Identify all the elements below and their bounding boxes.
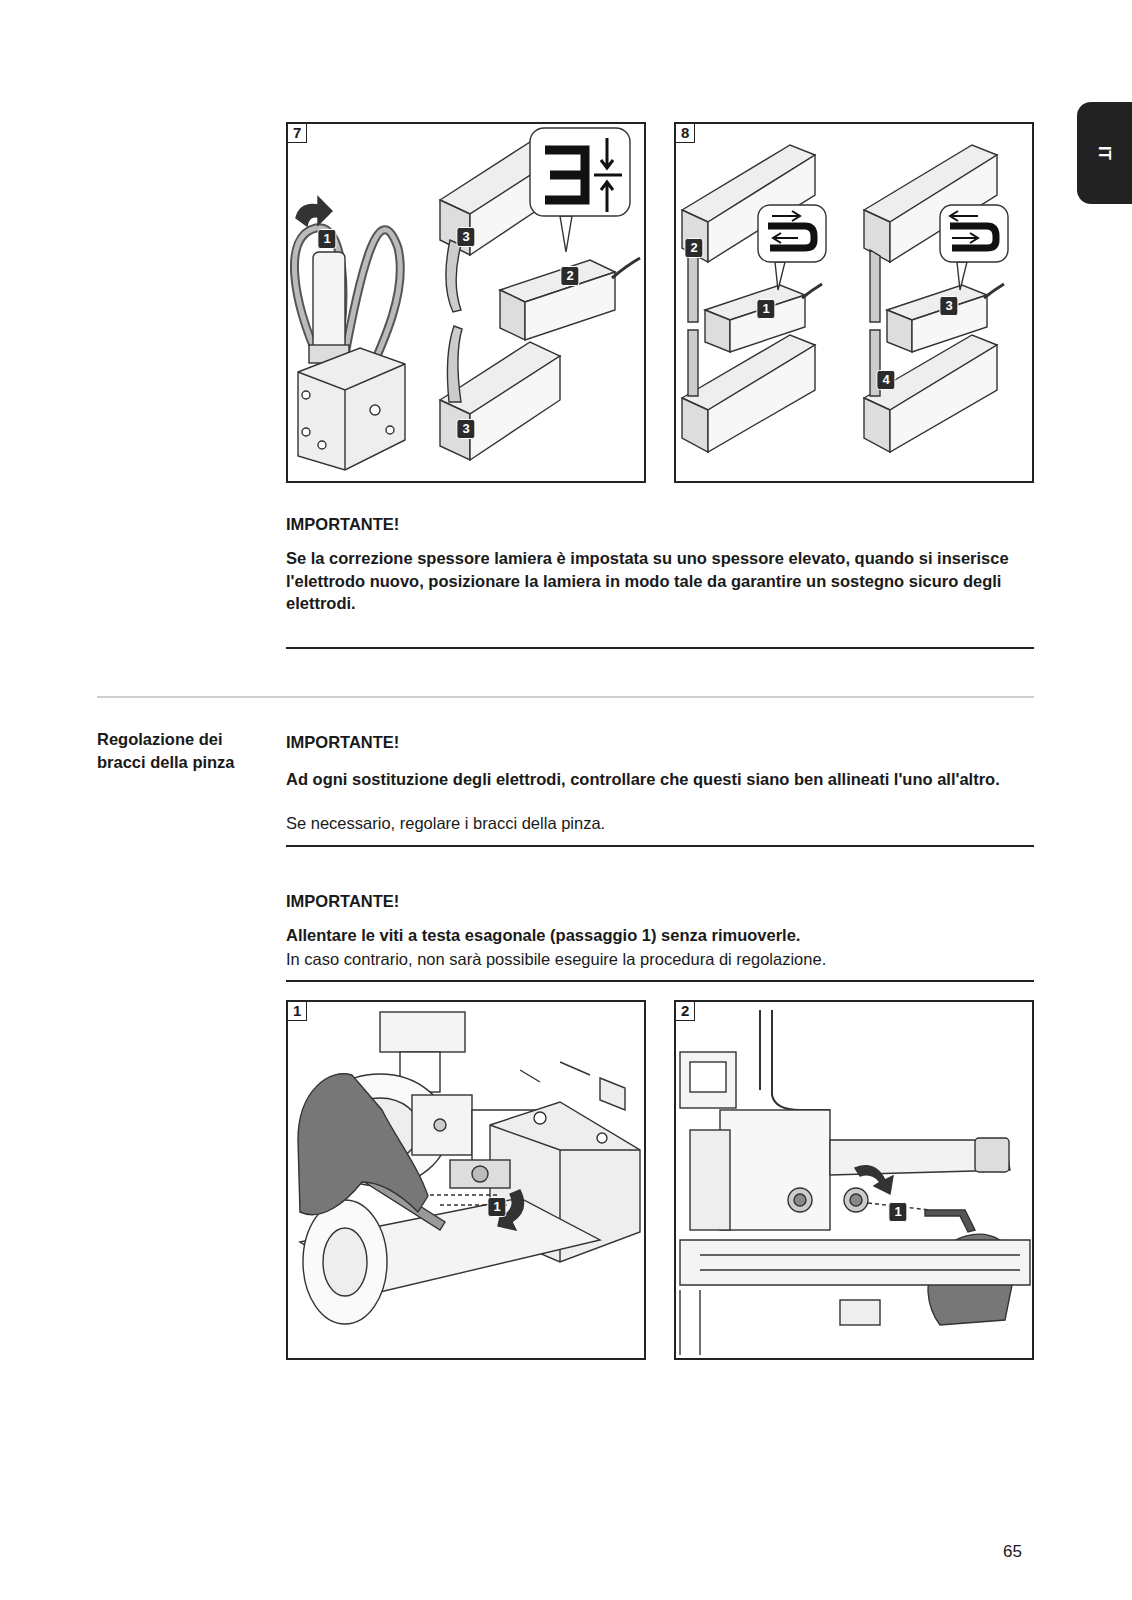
electrode-change-illustration [386,426,394,434]
arm-adjust-illustration-2 [680,1290,700,1355]
electrode-insert-illustration [864,145,1004,452]
arm-adjust-illustration-1 [434,1119,446,1131]
electrode-change-illustration [370,405,380,415]
language-code: IT [1096,146,1114,160]
callout-number: 1 [487,1197,506,1217]
arm-adjust-illustration-2 [925,1210,975,1232]
electrode-change-illustration [294,128,640,470]
section-separator [97,696,1034,698]
arm-adjust-illustration-1 [450,1160,510,1188]
language-tab: IT [1077,102,1132,204]
notice-text: Allentare le viti a testa esagonale (pas… [286,924,1034,947]
notice-heading: IMPORTANTE! [286,513,1034,536]
arm-adjust-illustration-1 [298,1012,640,1324]
notice-text: In caso contrario, non sarà possibile es… [286,948,1034,971]
electrode-change-illustration [530,128,630,216]
electrode-change-illustration [318,441,326,449]
electrode-insert-illustration [682,145,822,452]
callout-number: 3 [456,227,475,247]
electrode-insert-illustration [940,205,1008,262]
electrode-insert-illustration [688,250,698,322]
electrode-insert-illustration [758,205,826,262]
rule-line [286,647,1034,649]
callout-number: 3 [939,296,958,316]
callout-number: 2 [560,266,579,286]
arm-adjust-illustration-2 [680,1052,736,1108]
notice-heading: IMPORTANTE! [286,890,1034,913]
arm-adjust-illustration-2 [760,1010,830,1110]
arm-adjust-illustration-1 [303,1200,387,1324]
electrode-insert-illustration [730,295,805,352]
electrode-change-illustration [302,428,310,436]
arm-adjust-illustration-2 [844,1188,868,1212]
electrode-insert-illustration [708,345,815,452]
electrode-change-illustration [298,364,405,470]
arm-adjust-illustration-2 [690,1130,730,1230]
arm-adjust-illustration-1 [323,1228,367,1296]
callout-number: 2 [684,238,703,258]
page-number: 65 [1003,1541,1022,1564]
arm-adjust-illustration-2 [680,1240,1030,1285]
notice-text: Ad ogni sostituzione degli elettrodi, co… [286,768,1034,791]
arm-adjust-illustration-1 [520,1062,590,1082]
arm-adjust-illustration-2 [720,1110,830,1230]
callout-number: 4 [876,370,895,390]
arm-adjust-illustration-2 [840,1300,880,1325]
arm-adjust-illustration-2 [850,1194,862,1206]
electrode-change-illustration [560,216,572,252]
callout-number: 3 [456,419,475,439]
arm-adjust-illustration-2 [794,1194,806,1206]
electrode-insert-illustration [688,330,698,396]
rule-line [286,845,1034,847]
arm-adjust-illustration-2 [855,1166,893,1194]
electrode-change-illustration [446,240,461,312]
electrode-change-illustration [302,391,310,399]
arm-adjust-illustration-2 [788,1188,812,1212]
figure-frame: 2 [674,1000,1034,1360]
arm-adjust-illustration-2 [975,1138,1009,1172]
electrode-change-illustration [545,150,585,200]
electrode-change-illustration [500,290,525,340]
arm-adjust-illustration-1 [534,1112,546,1124]
figure-frame: 8 [674,122,1034,483]
electrode-insert-illustration [775,262,785,290]
arm-adjust-illustration-2 [690,1062,726,1092]
electrode-insert-illustration [802,284,822,298]
electrode-insert-illustration [772,211,800,243]
electrode-change-illustration [594,138,622,212]
electrode-insert-illustration [705,310,730,352]
electrode-insert-illustration [682,210,708,262]
step-number: 8 [675,123,695,143]
step-number: 2 [675,1001,695,1021]
electrode-change-illustration [447,326,462,402]
arm-adjust-illustration-1 [412,1095,472,1155]
arm-adjust-illustration-1 [472,1166,488,1182]
electrode-change-illustration [313,252,345,352]
arm-adjust-illustration-2 [680,1010,1030,1355]
notice-heading: IMPORTANTE! [286,731,1034,754]
arm-adjust-illustration-1 [380,1012,465,1052]
callout-number: 1 [756,299,775,319]
arm-adjust-illustration-1 [597,1133,607,1143]
figure-frame: 1 [286,1000,646,1360]
notice-text: Se necessario, regolare i bracci della p… [286,812,1034,835]
notice-text: Se la correzione spessore lamiera è impo… [286,547,1034,615]
callout-number: 1 [888,1202,907,1222]
section-heading: Regolazione dei bracci della pinza [97,728,272,773]
step-number: 1 [287,1001,307,1021]
arm-adjust-illustration-1 [600,1078,625,1110]
step-number: 7 [287,123,307,143]
electrode-change-illustration [296,197,332,226]
electrode-change-illustration [612,258,640,278]
electrode-insert-illustration [682,145,1008,452]
arm-adjust-illustration-1 [298,1074,428,1215]
electrode-change-illustration [298,348,405,470]
electrode-insert-illustration [682,398,708,452]
electrode-change-illustration [470,356,560,460]
rule-line [286,980,1034,982]
arm-adjust-illustration-2 [700,1255,1020,1270]
callout-number: 1 [317,229,336,249]
electrode-insert-illustration [950,211,978,243]
